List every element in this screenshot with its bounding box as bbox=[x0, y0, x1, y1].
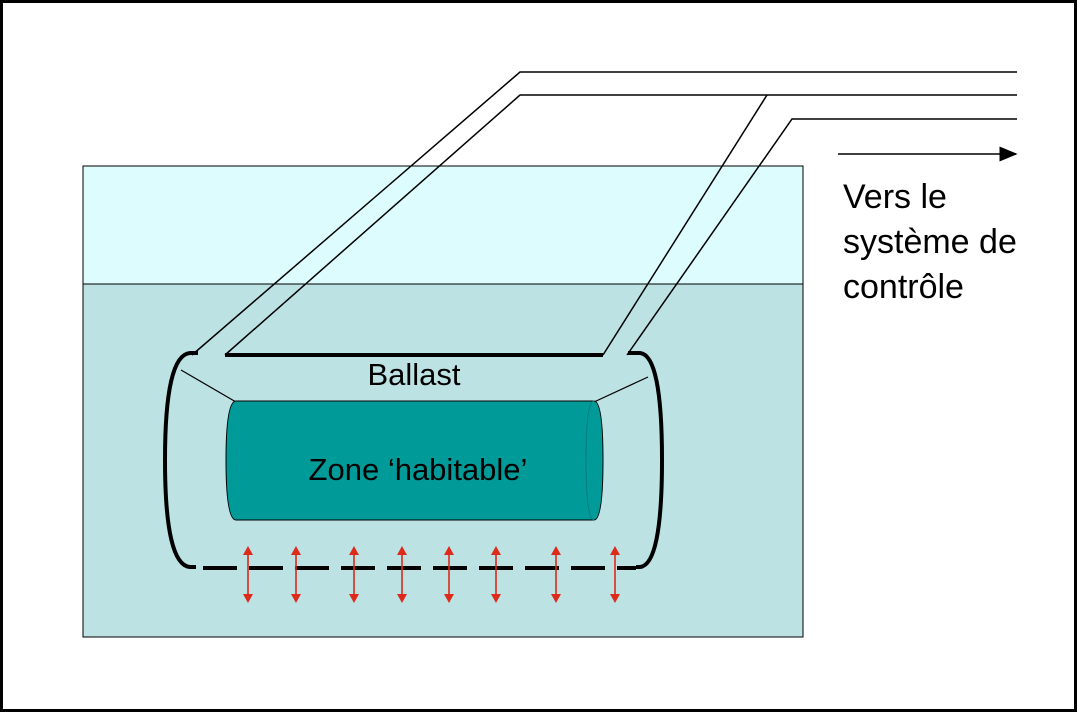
air-region bbox=[82, 165, 804, 285]
control-label-line-2: système de bbox=[843, 223, 1017, 261]
support-right bbox=[593, 376, 649, 403]
support-left bbox=[180, 369, 237, 403]
double-headed-arrow-icon bbox=[610, 546, 620, 603]
ballast-vessel bbox=[162, 351, 665, 570]
control-label-line-1: Vers le bbox=[843, 178, 947, 216]
double-headed-arrow-icon bbox=[291, 546, 301, 603]
vessel-left-wall bbox=[162, 351, 198, 569]
double-headed-arrow-icon bbox=[491, 546, 501, 603]
habitable-zone-label: Zone ‘habitable’ bbox=[309, 452, 528, 487]
control-pipes bbox=[191, 71, 1017, 356]
pipe-return-inner bbox=[602, 94, 768, 356]
double-headed-arrow-icon bbox=[243, 546, 253, 603]
double-headed-arrow-icon bbox=[444, 546, 454, 603]
control-label-line-3: contrôle bbox=[843, 268, 964, 306]
habitable-zone-edge bbox=[585, 400, 595, 521]
pipe-return-outer bbox=[626, 118, 1017, 356]
double-headed-arrow-icon bbox=[349, 546, 359, 603]
vent-arrows bbox=[243, 546, 620, 603]
ballast-label: Ballast bbox=[367, 357, 460, 392]
vessel-right-wall bbox=[628, 351, 665, 569]
control-system-label: Vers le système de contrôle bbox=[843, 175, 1073, 310]
pipe-outer bbox=[191, 71, 1017, 356]
double-headed-arrow-icon bbox=[397, 546, 407, 603]
pipe-inner bbox=[224, 94, 1017, 356]
double-headed-arrow-icon bbox=[551, 546, 561, 603]
